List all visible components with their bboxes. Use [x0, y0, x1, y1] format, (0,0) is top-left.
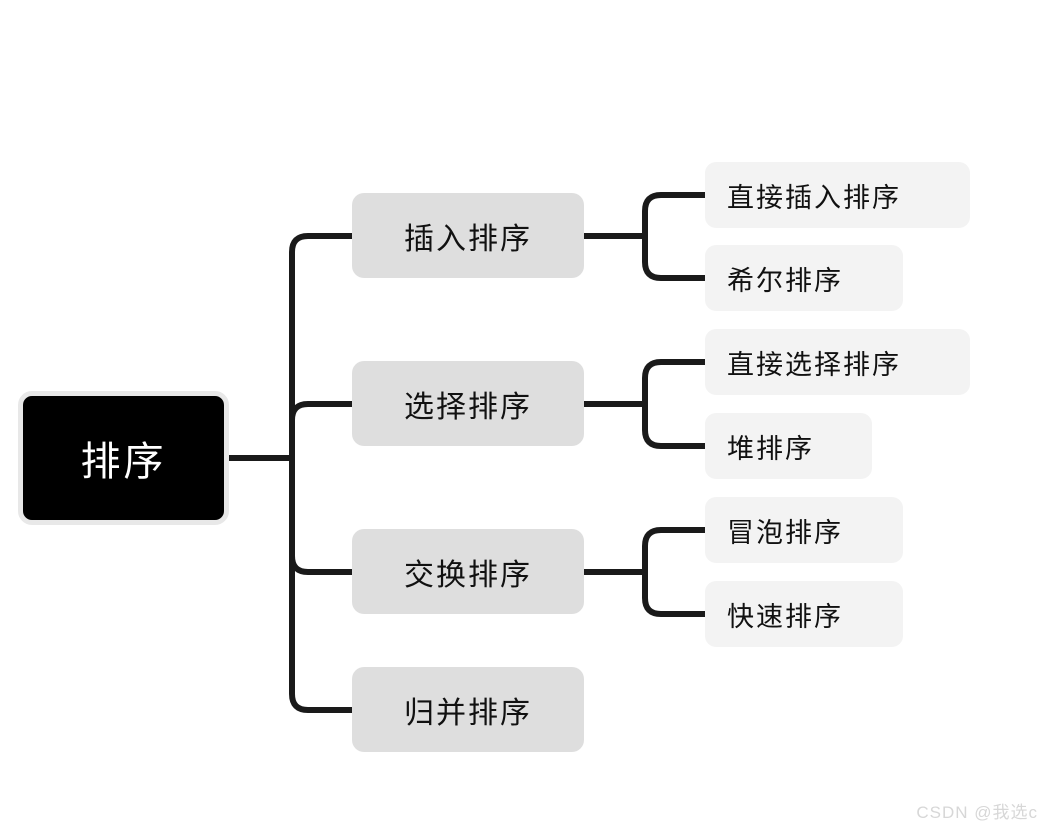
branch-node-selection-sort[interactable]: 选择排序: [352, 361, 584, 446]
leaf-node-label: 冒泡排序: [727, 517, 843, 548]
leaf-node-label: 直接插入排序: [727, 182, 901, 213]
connector-trunk-branch-1: [289, 233, 352, 458]
branch-node-label: 交换排序: [404, 558, 532, 592]
branch-node-merge-sort[interactable]: 归并排序: [352, 667, 584, 752]
branch-node-exchange-sort[interactable]: 交换排序: [352, 529, 584, 614]
root-node-sorting[interactable]: 排序: [18, 391, 229, 525]
root-node-label: 排序: [80, 440, 167, 484]
connector-sub-branch-1-1: [642, 192, 705, 236]
branch-node-insertion-sort[interactable]: 插入排序: [352, 193, 584, 278]
branch-node-label: 插入排序: [404, 222, 532, 256]
leaf-node-heap-sort[interactable]: 堆排序: [705, 413, 872, 479]
connector-sub-branch-2-2: [642, 404, 705, 449]
leaf-node-shell-sort[interactable]: 希尔排序: [705, 245, 903, 311]
leaf-node-label: 希尔排序: [727, 265, 843, 296]
leaf-node-direct-insertion-sort[interactable]: 直接插入排序: [705, 162, 970, 228]
watermark: CSDN @我选c: [916, 803, 1038, 822]
connector-sub-branch-2-1: [642, 359, 705, 404]
branch-node-label: 归并排序: [404, 696, 532, 730]
leaf-node-quick-sort[interactable]: 快速排序: [705, 581, 903, 647]
leaf-node-label: 堆排序: [727, 433, 814, 464]
connector-sub-branch-1-2: [642, 236, 705, 281]
connector-trunk-branch-4: [289, 458, 352, 713]
leaf-node-bubble-sort[interactable]: 冒泡排序: [705, 497, 903, 563]
connector-sub-branch-3-2: [642, 572, 705, 617]
connector-trunk-branch-2: [289, 401, 352, 458]
leaf-node-direct-selection-sort[interactable]: 直接选择排序: [705, 329, 970, 395]
connector-trunk-branch-3: [289, 458, 352, 575]
leaf-node-label: 直接选择排序: [727, 349, 901, 380]
connector-sub-branch-3-1: [642, 527, 705, 572]
branch-node-label: 选择排序: [404, 390, 532, 424]
leaf-node-label: 快速排序: [727, 601, 843, 632]
